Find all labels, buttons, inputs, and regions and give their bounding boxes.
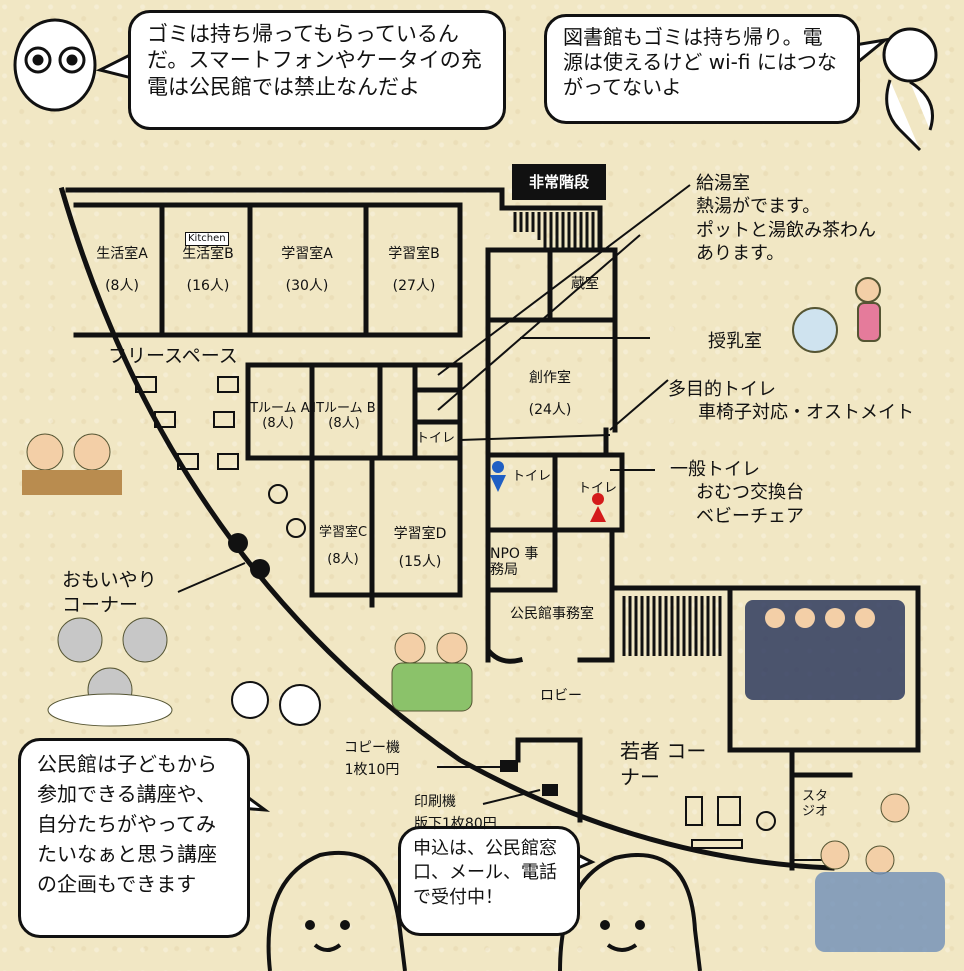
room-name: 創作室 [529, 370, 571, 386]
monkeys-illustration [231, 681, 321, 726]
room-seikatsu-a: 生活室A (8人) [84, 246, 160, 294]
room-capacity: (8人) [328, 415, 360, 431]
copy-machine-annotation: コピー機 1枚10円 [344, 740, 400, 778]
multi-toilet-desc: 車椅子対応・オストメイト [698, 402, 914, 424]
room-capacity: (15人) [398, 554, 442, 571]
elderly-illustration [47, 617, 173, 727]
free-space-label: フリースペース [108, 345, 238, 367]
room-name: ITルーム B [312, 401, 376, 416]
room-name: 学習室A [281, 246, 333, 262]
general-toilet-title: 一般トイレ [670, 459, 760, 480]
room-capacity: (16人) [186, 278, 230, 295]
general-toilet-line2: ベビーチェア [696, 505, 804, 527]
lobby-stairs-steps [622, 596, 722, 656]
room-kura: 蔵室 [571, 276, 599, 292]
girl-face-right [558, 853, 702, 971]
kyuto-annotation: 給湯室 熱湯がでます。 ポットと湯飲み茶わん あります。 [696, 172, 876, 266]
room-capacity: (8人) [262, 415, 294, 431]
kyuto-line1: 熱湯がでます。 [696, 196, 821, 218]
room-capacity: (8人) [327, 551, 359, 567]
free-space-tables [135, 376, 741, 826]
monkey-speech-bubble: 図書館もゴミは持ち帰り。電源は使えるけど wi-fi にはつながってないよ [544, 14, 860, 124]
toilet-label-multi: トイレ [416, 431, 456, 446]
emergency-stairs-steps [513, 212, 595, 250]
multi-toilet-annotation: 多目的トイレ 車椅子対応・オストメイト [668, 378, 914, 425]
room-it-b: ITルーム B (8人) [310, 401, 378, 432]
junyu-annotation: 授乳室 [708, 331, 762, 352]
printer-icon [542, 784, 558, 796]
youth-corner-label: 若者 コーナー [620, 739, 707, 789]
room-name: 学習室D [393, 526, 447, 542]
copy-machine-icon [500, 760, 518, 772]
kyuto-title: 給湯室 [696, 173, 750, 194]
room-name: 学習室B [388, 246, 440, 262]
apply-speech-bubble: 申込は、公民館窓口、メール、電話で受付中！ [398, 826, 580, 936]
general-toilet-annotation: 一般トイレ おむつ交換台 ベビーチェア [670, 458, 804, 528]
general-toilet-line1: おむつ交換台 [696, 482, 804, 504]
stroller-mother-illustration [792, 277, 881, 353]
room-npo: NPO 事務局 [490, 546, 539, 579]
band-illustration [745, 600, 905, 700]
events-speech-bubble: 公民館は子どもから参加できる講座や、自分たちがやってみたいなぁと思う講座の企画も… [18, 738, 250, 938]
room-it-a: ITルーム A (8人) [244, 401, 312, 432]
room-name: 生活室A [96, 246, 148, 262]
room-capacity: (24人) [528, 402, 572, 419]
male-toilet-icon [490, 461, 506, 492]
rock-band-illustration [815, 793, 945, 952]
room-office: 公民館事務室 [510, 606, 594, 622]
lobby-benches [691, 839, 830, 861]
room-gakushu-c: 学習室C (8人) [312, 525, 374, 568]
children-talking-illustration [22, 433, 122, 495]
copy-title: コピー機 [344, 740, 400, 756]
printer-annotation: 印刷機 版下1枚80円 [414, 794, 497, 832]
room-gakushu-a: 学習室A (30人) [262, 246, 352, 294]
kyuto-line3: あります。 [696, 243, 785, 265]
family-illustration [391, 632, 473, 712]
emergency-stairs-label: 非常階段 [512, 164, 606, 200]
bubble-tails [95, 37, 891, 870]
girl-face-left [266, 850, 407, 971]
print-price: 版下1枚80円 [414, 816, 497, 833]
lobby-label: ロビー [540, 688, 582, 704]
omoiyari-tables [228, 533, 270, 579]
room-name: ITルーム A [246, 401, 310, 416]
toilet-label-male: トイレ [512, 469, 552, 484]
print-title: 印刷機 [414, 794, 456, 810]
room-name: 生活室B [182, 246, 234, 262]
female-toilet-icon [590, 493, 606, 522]
kyuto-line2: ポットと湯飲み茶わん [696, 219, 876, 241]
room-gakushu-b: 学習室B (27人) [374, 246, 454, 294]
room-seikatsu-b: 生活室B (16人) [170, 246, 246, 294]
room-sosaku: 創作室 (24人) [510, 370, 590, 418]
round-tables [268, 484, 776, 831]
owl-speech-bubble: ゴミは持ち帰ってもらっているんだ。スマートフォンやケータイの充電は公民館では禁止… [128, 10, 506, 130]
room-capacity: (8人) [105, 278, 139, 295]
room-capacity: (27人) [392, 278, 436, 295]
room-gakushu-d: 学習室D (15人) [382, 526, 458, 570]
room-name: 学習室C [318, 525, 368, 540]
monkey-illustration [882, 27, 938, 152]
omoiyari-corner-label: おもいやり コーナー [62, 569, 157, 616]
owl-illustration [13, 18, 97, 112]
room-capacity: (30人) [285, 278, 329, 295]
copy-price: 1枚10円 [344, 762, 400, 779]
toilet-label-female: トイレ [578, 481, 618, 496]
room-studio: スタジオ [801, 789, 828, 819]
multi-toilet-title: 多目的トイレ [668, 379, 776, 400]
kitchen-sign: Kitchen [185, 232, 229, 246]
